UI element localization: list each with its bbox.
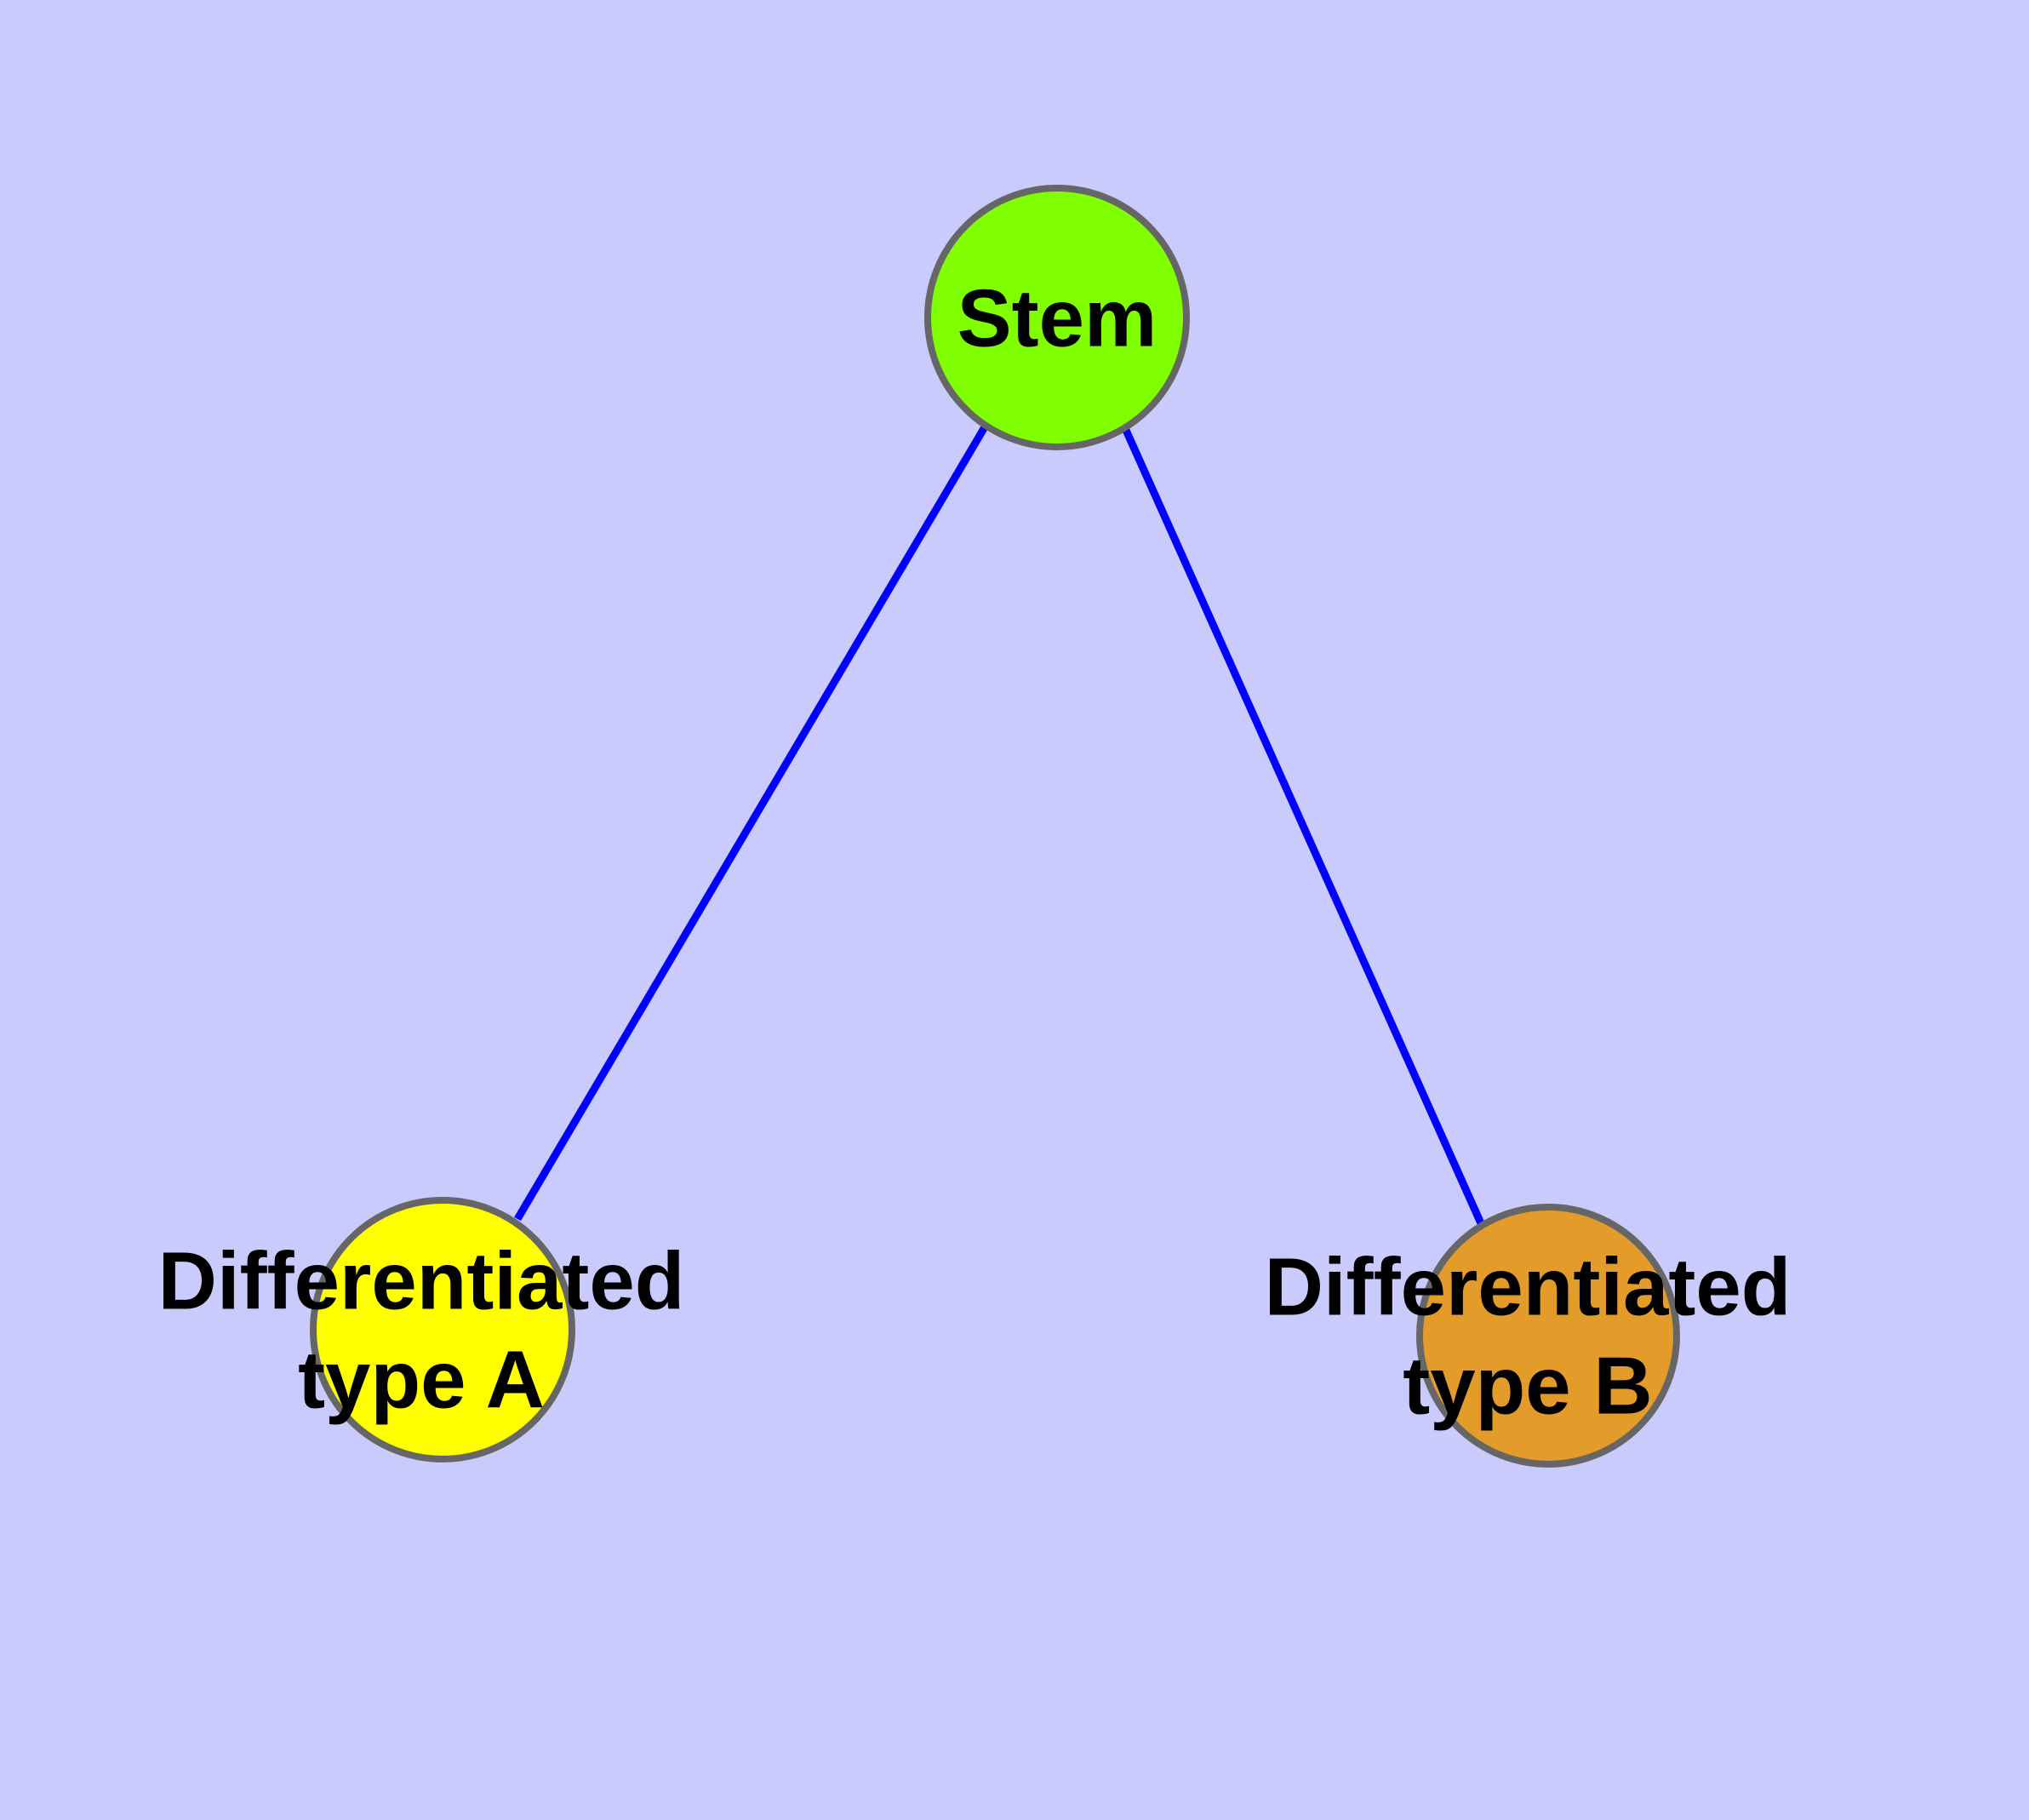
edge-stem-to-diff-a — [514, 423, 989, 1222]
node-diff-a[interactable] — [310, 1197, 575, 1462]
node-label-line: Differentiated — [1265, 1242, 1792, 1333]
nodes-group — [310, 185, 1680, 1468]
node-label-stem: Stem — [957, 273, 1157, 364]
node-label-line: type B — [1403, 1341, 1652, 1432]
node-stem[interactable] — [924, 185, 1190, 450]
node-label-line: Stem — [957, 273, 1157, 364]
edges-group — [514, 423, 1485, 1225]
edge-stem-to-diff-b — [1121, 426, 1485, 1225]
node-label-line: type A — [298, 1335, 545, 1426]
node-diff-b[interactable] — [1416, 1204, 1680, 1468]
node-label-line: Differentiated — [158, 1236, 685, 1327]
